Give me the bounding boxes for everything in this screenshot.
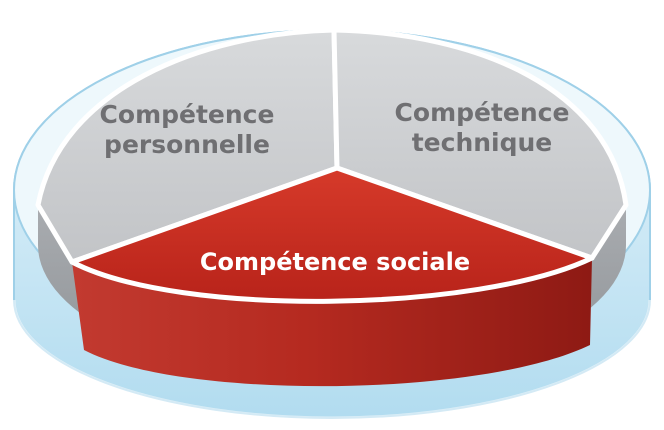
label-competence-sociale: Compétence sociale <box>190 248 480 276</box>
label-personnelle-line2: personnelle <box>104 129 270 159</box>
label-competence-technique: Compétence technique <box>382 98 582 157</box>
label-personnelle-line1: Compétence <box>99 100 275 129</box>
label-technique-line2: technique <box>411 127 553 157</box>
label-technique-line1: Compétence <box>394 98 570 127</box>
segment-sociale-side <box>72 258 592 387</box>
segment-personnelle <box>35 27 340 265</box>
label-sociale-line1: Compétence sociale <box>199 248 471 276</box>
segment-technique <box>331 27 629 261</box>
dish-highlight <box>12 299 652 420</box>
segment-sociale <box>69 165 595 304</box>
label-competence-personnelle: Compétence personnelle <box>92 100 282 159</box>
